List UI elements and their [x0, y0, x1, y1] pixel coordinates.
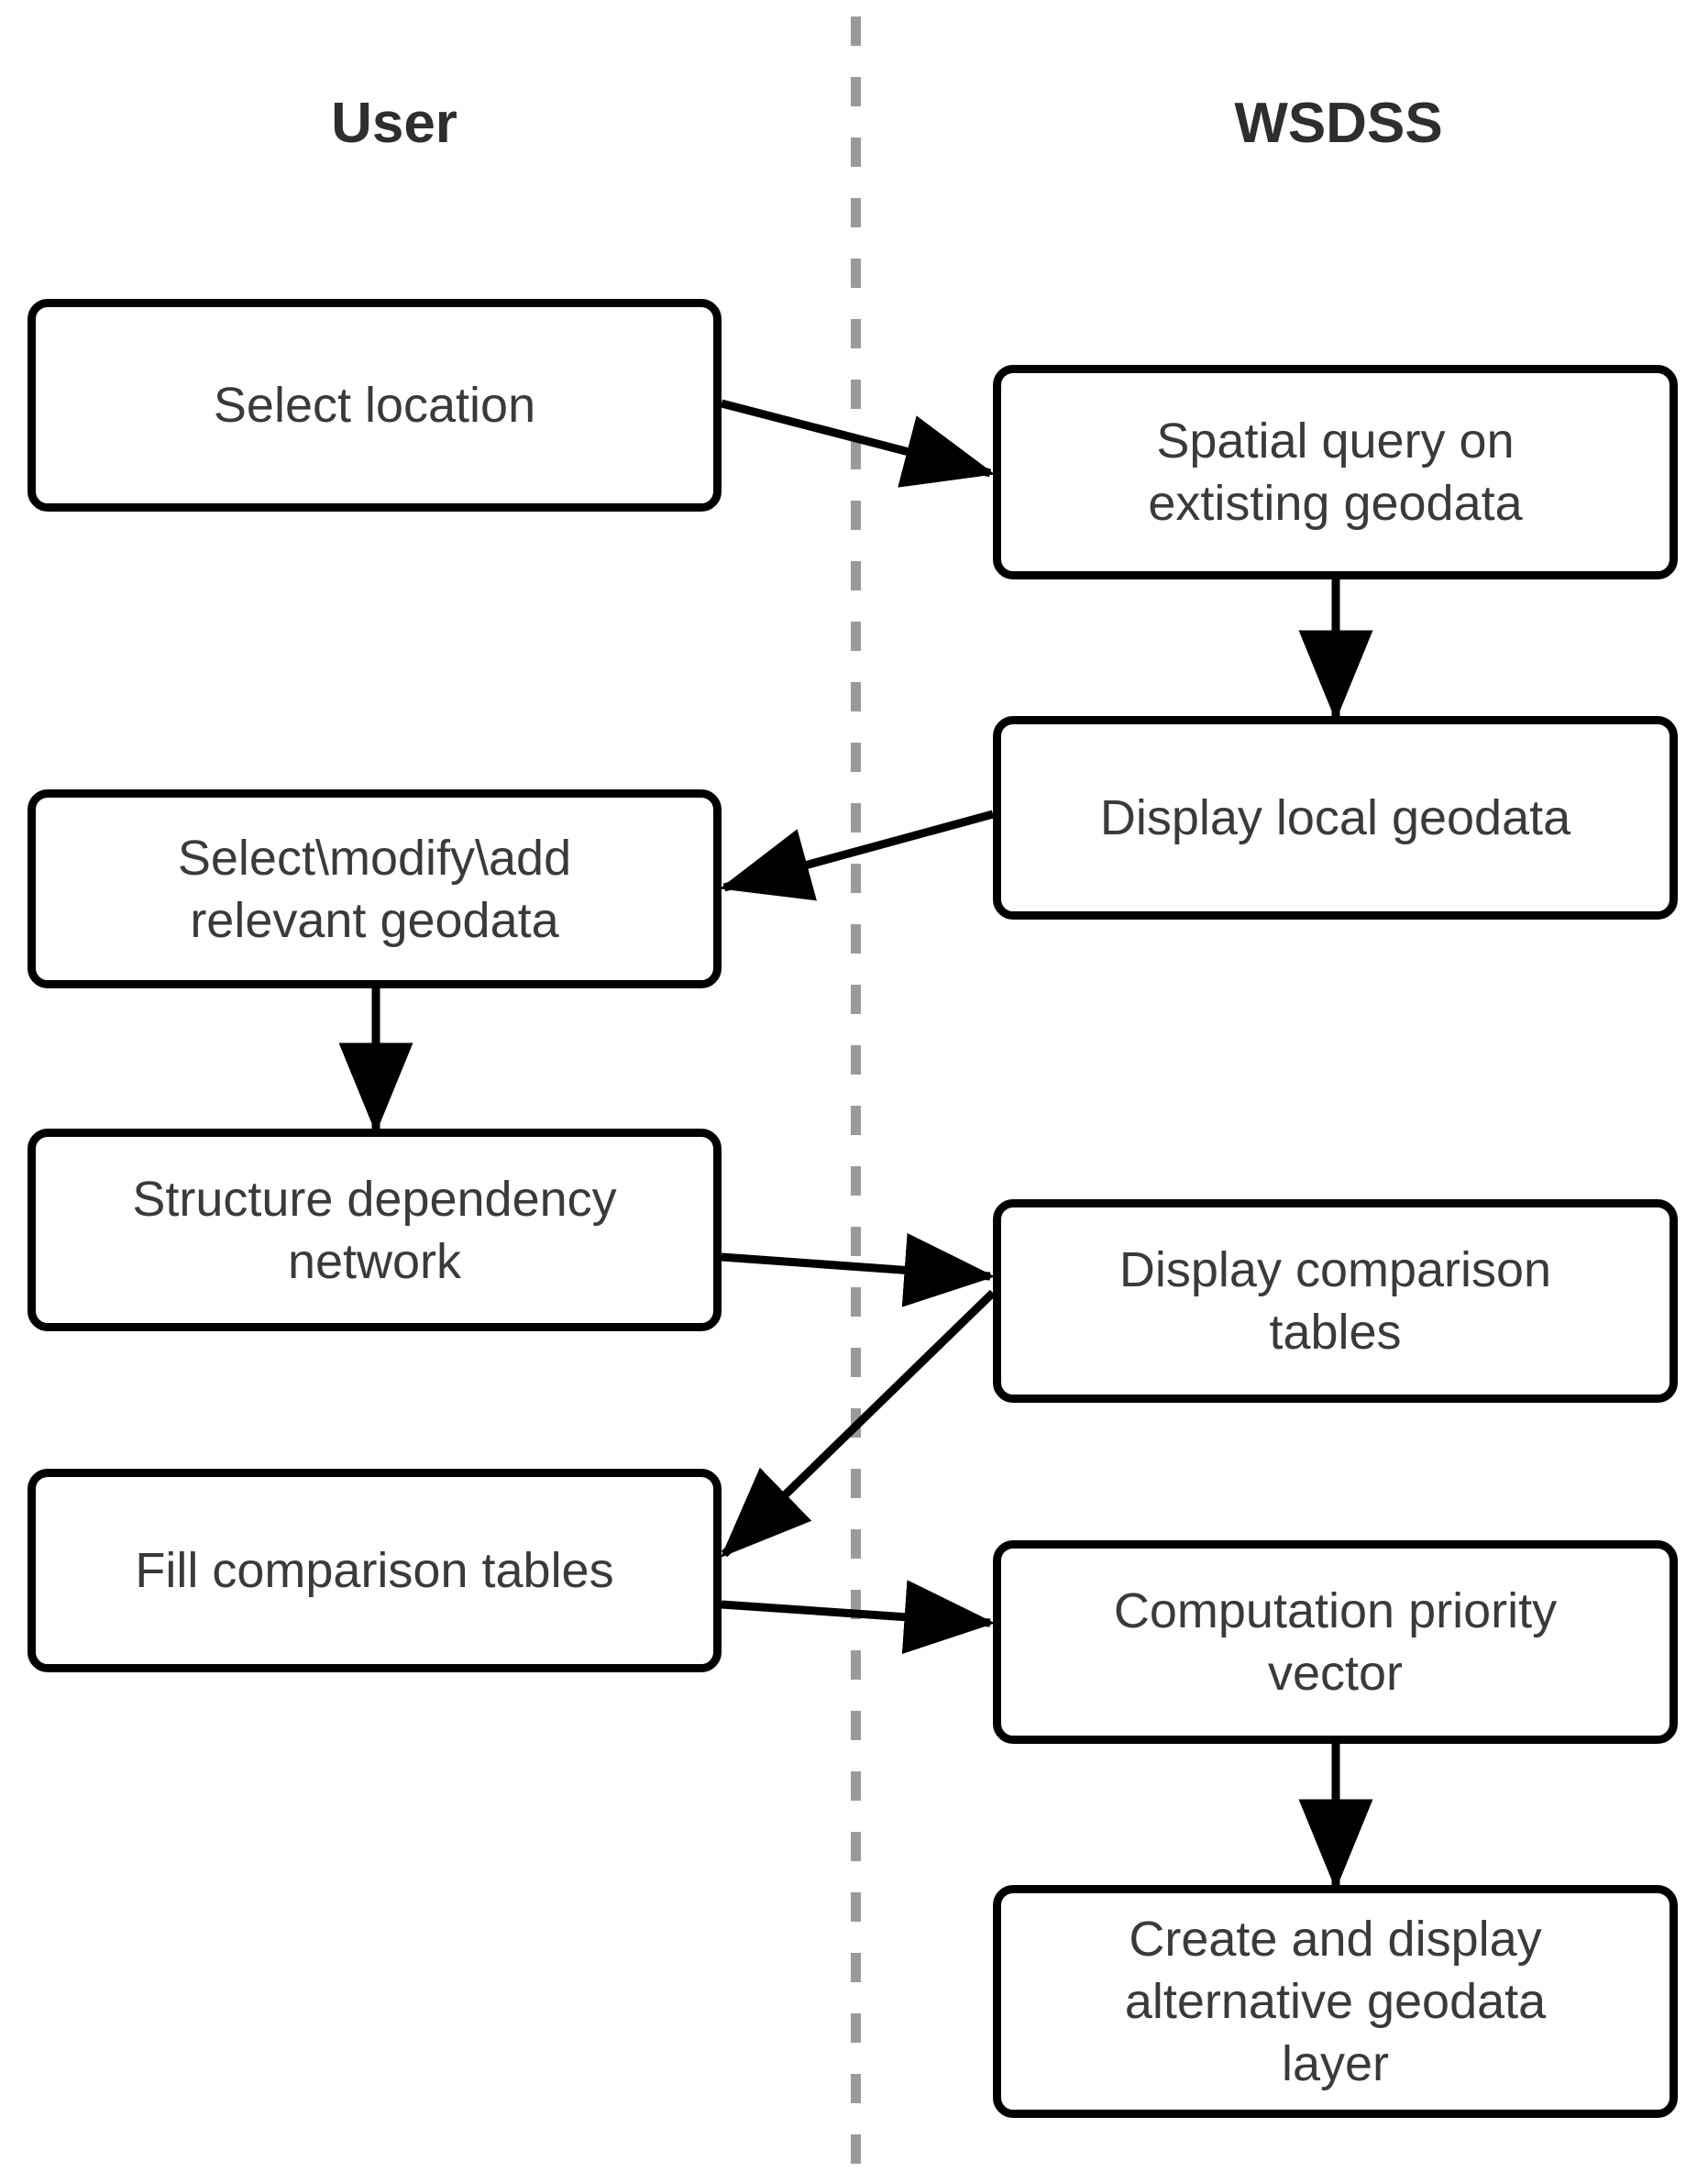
lane-header-wsdss: WSDSS [1234, 92, 1443, 155]
node-spatial-query[interactable]: Spatial query on extisting geodata [993, 365, 1678, 579]
node-select-modify-add-geodata[interactable]: Select\modify\add relevant geodata [28, 789, 722, 988]
swimlane-divider [851, 0, 861, 2183]
lane-header-user: User [331, 92, 457, 155]
node-fill-comparison-tables[interactable]: Fill comparison tables [28, 1469, 722, 1672]
node-display-local-geodata[interactable]: Display local geodata [993, 716, 1678, 920]
node-create-alternative-geodata-layer[interactable]: Create and display alternative geodata l… [993, 1885, 1678, 2118]
node-structure-dependency-network[interactable]: Structure dependency network [28, 1129, 722, 1331]
node-display-comparison-tables[interactable]: Display comparison tables [993, 1199, 1678, 1403]
node-select-location[interactable]: Select location [28, 299, 722, 512]
node-computation-priority-vector[interactable]: Computation priority vector [993, 1540, 1678, 1744]
